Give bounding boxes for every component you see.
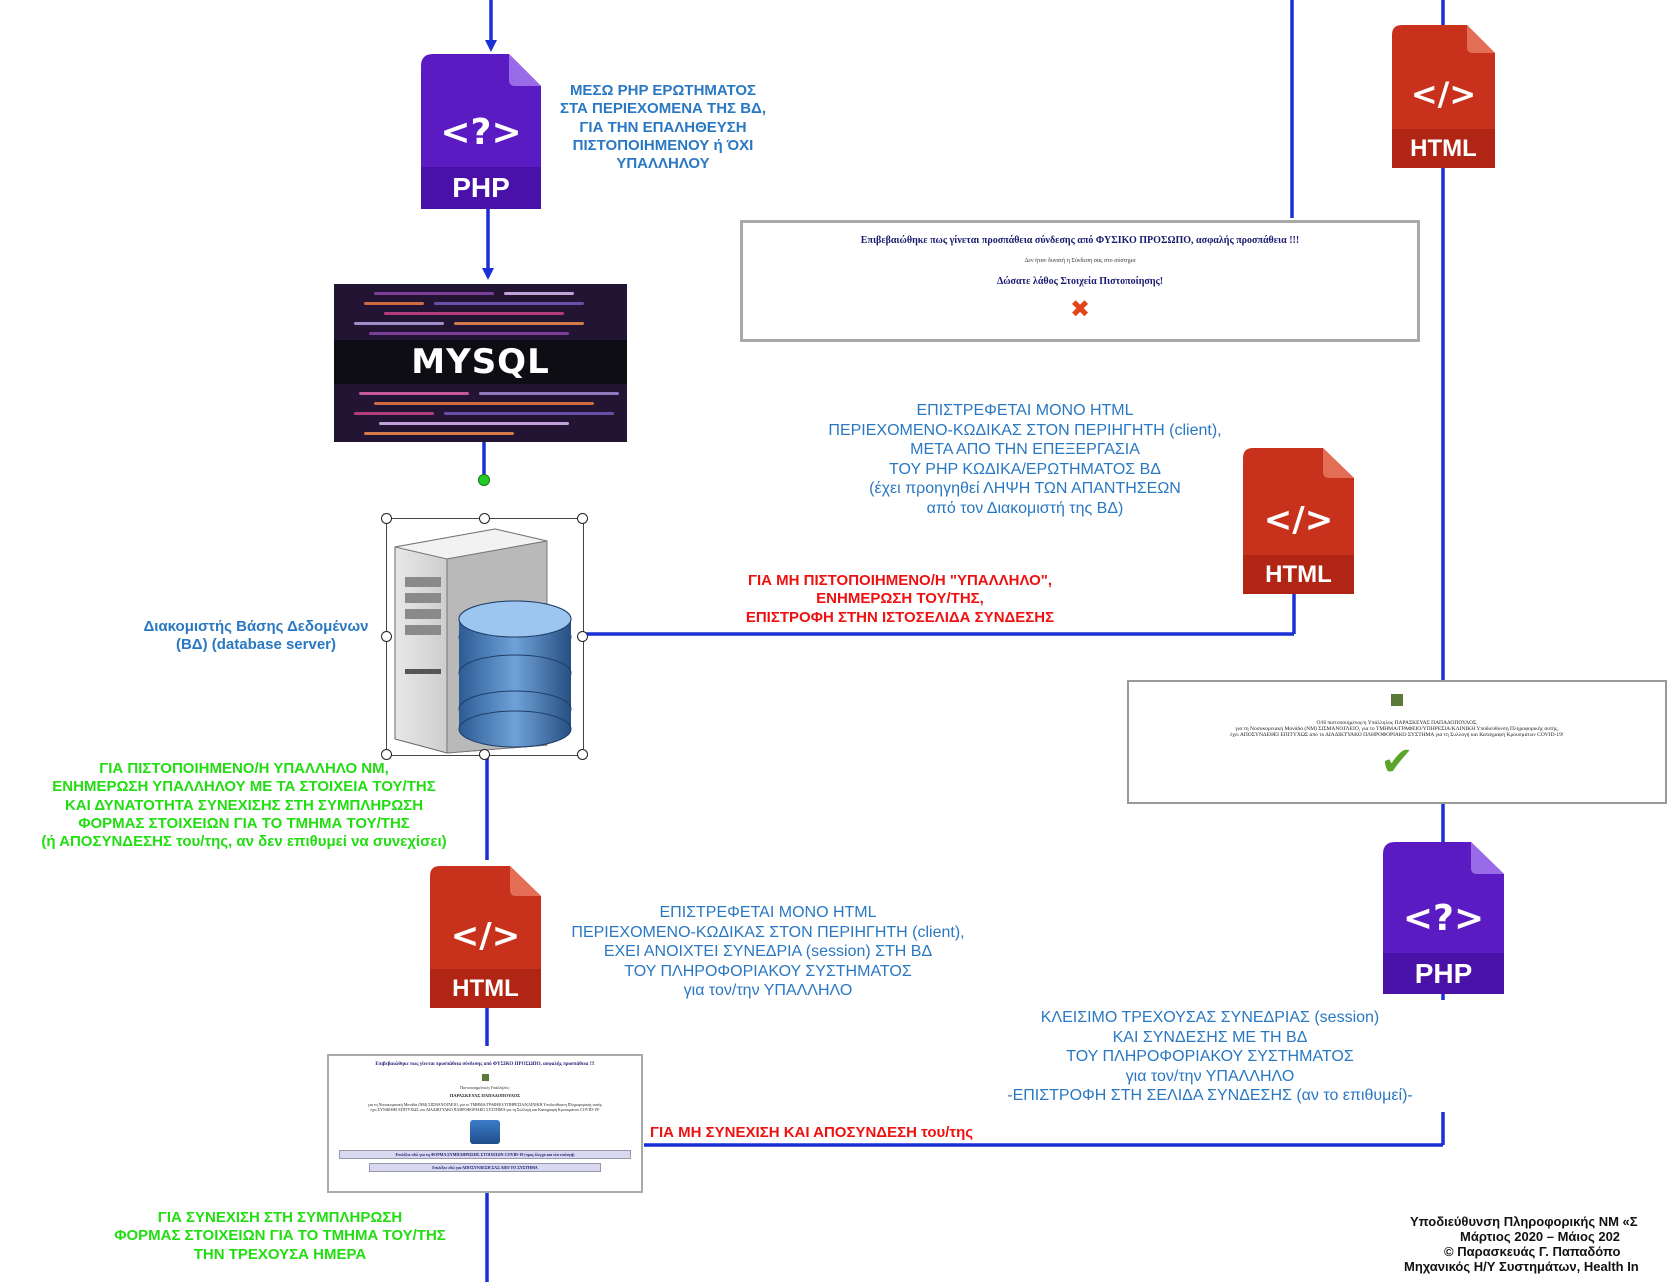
error-line-1: Επιβεβαιώθηκε πως γίνεται προσπάθεια σύν… (860, 235, 1300, 246)
html-label: HTML (452, 975, 519, 1002)
non-certified-note: ΓΙΑ ΜΗ ΠΙΣΤΟΠΟΙΗΜΕΝΟ/Η "ΥΠΑΛΛΗΛΟ", ΕΝΗΜΕ… (745, 572, 1055, 626)
html-file-icon: </> HTML (1392, 25, 1495, 168)
user-icon (1391, 694, 1403, 706)
success-line-2: για τη Νοσοκομειακή Μονάδα (ΝΜ) ΣΙΣΜΑΝΟΓ… (1235, 726, 1559, 732)
mysql-banner: MYSQL (334, 284, 627, 442)
logout-success-screenshot: Ο/Η πιστοποιημένος/η Υπάλληλος ΠΑΡΑΣΚΕΥΑ… (1127, 680, 1667, 804)
php-query-note: ΜΕΣΩ PHP ΕΡΩΤΗΜΑΤΟΣ ΣΤΑ ΠΕΡΙΕΧΟΜΕΝΑ ΤΗΣ … (559, 82, 766, 173)
php-label: PHP (452, 172, 510, 203)
html-glyph: </> (450, 916, 521, 956)
continue-note: ΓΙΑ ΣΥΝΕΧΙΣΗ ΣΤΗ ΣΥΜΠΛΗΡΩΣΗ ΦΟΡΜΑΣ ΣΤΟΙΧ… (114, 1209, 446, 1263)
success-line-3: έχει ΑΠΟΣΥΝΔΕΘΕΙ ΕΠΙΤΥΧΩΣ από το ΔΙΑΔΙΚΤ… (1230, 732, 1564, 738)
login-error-screenshot: Επιβεβαιώθηκε πως γίνεται προσπάθεια σύν… (740, 220, 1420, 342)
php-glyph: <?> (440, 112, 522, 153)
html-file-icon: </> HTML (430, 866, 541, 1008)
footer-line-3: © Παρασκευάς Γ. Παπαδόπο (1444, 1244, 1621, 1259)
html-glyph: </> (1263, 500, 1334, 540)
user-icon (481, 1074, 489, 1081)
success-line-1: Ο/Η πιστοποιημένος/η Υπάλληλος ΠΑΡΑΣΚΕΥΑ… (1316, 720, 1478, 726)
html-glyph: </> (1410, 75, 1477, 113)
html-label: HTML (1265, 561, 1332, 588)
check-icon: ✔ (1380, 739, 1414, 785)
footer-credits: Υποδιεύθυνση Πληροφορικής ΝΜ «Σ Μάρτιος … (1404, 1214, 1671, 1282)
welcome-line-1: Επιβεβαιώθηκε πως γίνεται προσπάθεια σύν… (375, 1062, 595, 1067)
error-x-icon: ✖ (1069, 295, 1091, 323)
login-success-screenshot: Επιβεβαιώθηκε πως γίνεται προσπάθεια σύν… (327, 1054, 643, 1193)
database-server-icon (394, 528, 572, 754)
certified-note: ΓΙΑ ΠΙΣΤΟΠΟΙΗΜΕΝΟ/Η ΥΠΑΛΛΗΛΟ ΝΜ, ΕΝΗΜΕΡΩ… (41, 760, 447, 851)
session-note: ΕΠΙΣΤΡΕΦΕΤΑΙ ΜΟΝΟ HTML ΠΕΡΙΕΧΟΜΕΝΟ-ΚΩΔΙΚ… (571, 904, 965, 1000)
welcome-line-2: Πιστοποιημένος/η Υπάλληλος: (460, 1085, 510, 1090)
php-file-icon: <?> PHP (1383, 842, 1504, 994)
form-button[interactable]: Επιλέξτε εδώ για τη ΦΟΡΜΑ ΣΥΜΠΛΗΡΩΣΗΣ ΣΤ… (339, 1150, 631, 1159)
php-glyph: <?> (1402, 898, 1485, 939)
php-file-icon: <?> PHP (421, 54, 541, 209)
db-server-label: Διακομιστής Βάσης Δεδομένων (ΒΔ) (databa… (143, 618, 369, 654)
footer-line-1: Υποδιεύθυνση Πληροφορικής ΝΜ «Σ (1410, 1214, 1638, 1229)
rotation-handle[interactable] (478, 474, 490, 486)
html-file-icon: </> HTML (1243, 448, 1354, 594)
html-return-note: ΕΠΙΣΤΡΕΦΕΤΑΙ ΜΟΝΟ HTML ΠΕΡΙΕΧΟΜΕΝΟ-ΚΩΔΙΚ… (828, 402, 1222, 517)
database-server-selection[interactable] (381, 513, 588, 760)
error-line-3: Δώσατε λάθος Στοιχεία Πιστοποίησης! (996, 276, 1164, 287)
user-computer-icon (470, 1120, 500, 1144)
welcome-line-5: έχει ΣΥΝΔΕΘΕΙ ΕΠΙΤΥΧΩΣ στο ΔΙΑΔΙΚΤΥΑΚΟ Π… (370, 1107, 600, 1112)
close-session-note: ΚΛΕΙΣΙΜΟ ΤΡΕΧΟΥΣΑΣ ΣΥΝΕΔΡΙΑΣ (session) Κ… (1007, 1009, 1413, 1105)
mysql-label: MYSQL (411, 342, 550, 382)
error-line-2: Δεν ήταν δυνατή η Σύνδεση σας στο σύστημ… (1024, 258, 1136, 264)
logout-button[interactable]: Επιλέξτε εδώ για ΑΠΟΣΥΝΔΕΣΗ ΣΑΣ ΑΠΟ ΤΟ Σ… (369, 1163, 601, 1172)
php-label: PHP (1414, 958, 1473, 989)
logout-note: ΓΙΑ ΜΗ ΣΥΝΕΧΙΣΗ ΚΑΙ ΑΠΟΣΥΝΔΕΣΗ του/της (650, 1124, 974, 1141)
footer-line-2: Μάρτιος 2020 – Μάιος 202 (1460, 1229, 1621, 1244)
html-label: HTML (1410, 135, 1477, 162)
welcome-line-4: για τη Νοσοκομειακή Μονάδα (ΝΜ) ΣΙΣΜΑΝΟΓ… (367, 1102, 602, 1107)
welcome-line-3: ΠΑΡΑΣΚΕΥΑΣ ΠΑΠΑΔΟΠΟΥΛΟΣ (449, 1093, 521, 1098)
footer-line-4: Μηχανικός Η/Υ Συστημάτων, Health In (1404, 1259, 1639, 1274)
